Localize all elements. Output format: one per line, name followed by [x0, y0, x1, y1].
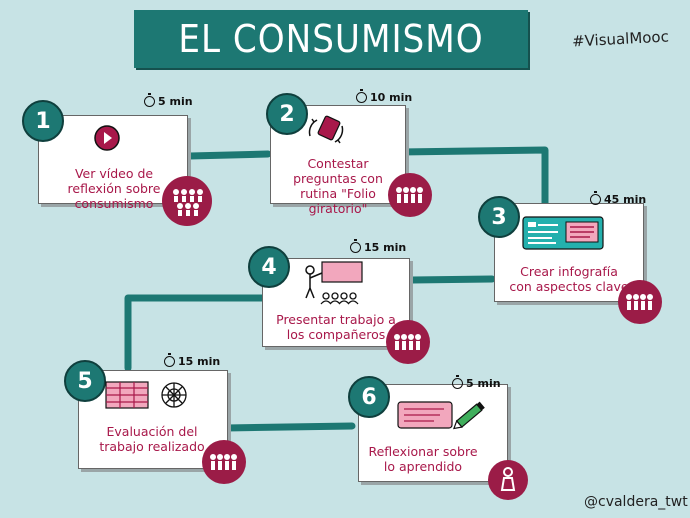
step-number: 3	[491, 204, 507, 230]
step-text: Crear infografía con aspectos clave	[509, 264, 629, 294]
individual-icon	[488, 460, 528, 500]
stopwatch-icon	[350, 239, 361, 253]
step-time-label: 15 min	[178, 355, 221, 368]
connector-1-2	[186, 150, 272, 160]
step-number: 4	[261, 254, 277, 280]
step-time: 5 min	[452, 375, 501, 390]
step-text: Reflexionar sobre lo aprendido	[368, 444, 478, 474]
connector-4-5	[124, 294, 266, 372]
step-time-label: 10 min	[370, 91, 413, 104]
step-number: 2	[279, 101, 295, 127]
step-text: Evaluación del trabajo realizado	[99, 424, 205, 454]
writing-icon	[397, 401, 485, 430]
whole-class-icon	[162, 176, 212, 226]
rotating-sheet-icon	[308, 115, 344, 144]
step-number-badge: 5	[64, 360, 106, 402]
step-number: 1	[35, 108, 51, 134]
step-number-badge: 4	[248, 246, 290, 288]
step-time-label: 5 min	[466, 377, 501, 390]
group-icon	[618, 280, 662, 324]
group-icon	[386, 320, 430, 364]
group-icon	[202, 440, 246, 484]
stopwatch-icon	[164, 353, 175, 367]
step-number: 5	[77, 368, 93, 394]
connector-5-6	[222, 422, 356, 432]
connector-2-3	[396, 146, 549, 207]
stopwatch-icon	[144, 93, 155, 107]
page-title: EL CONSUMISMO	[178, 17, 484, 61]
stopwatch-icon	[356, 89, 367, 103]
step-time-label: 15 min	[364, 241, 407, 254]
step-text: Ver vídeo de reflexión sobre consumismo	[67, 166, 161, 211]
step-text: Contestar preguntas con rutina "Folio gi…	[293, 156, 383, 216]
stopwatch-icon	[452, 375, 463, 389]
step-number-badge: 6	[348, 376, 390, 418]
infographic-icon	[522, 216, 604, 250]
step-number-badge: 3	[478, 196, 520, 238]
step-number-badge: 1	[22, 100, 64, 142]
step-number: 6	[361, 384, 377, 410]
step-time: 5 min	[144, 93, 193, 108]
step-time-label: 5 min	[158, 95, 193, 108]
step-text: Presentar trabajo a los compañeros	[276, 312, 396, 342]
step-time: 15 min	[164, 353, 221, 368]
stopwatch-icon	[590, 191, 601, 205]
rubric-target-icon	[105, 381, 187, 409]
title-banner: EL CONSUMISMO	[134, 10, 528, 68]
step-number-badge: 2	[266, 93, 308, 135]
step-time-label: 45 min	[604, 193, 647, 206]
author-credit: @cvaldera_twt	[584, 494, 688, 510]
group-icon	[388, 173, 432, 217]
play-button-icon	[94, 125, 120, 151]
step-time: 45 min	[590, 191, 647, 206]
connector-3-4	[408, 275, 496, 284]
step-time: 15 min	[350, 239, 407, 254]
step-time: 10 min	[356, 89, 413, 104]
presentation-icon	[305, 261, 363, 305]
